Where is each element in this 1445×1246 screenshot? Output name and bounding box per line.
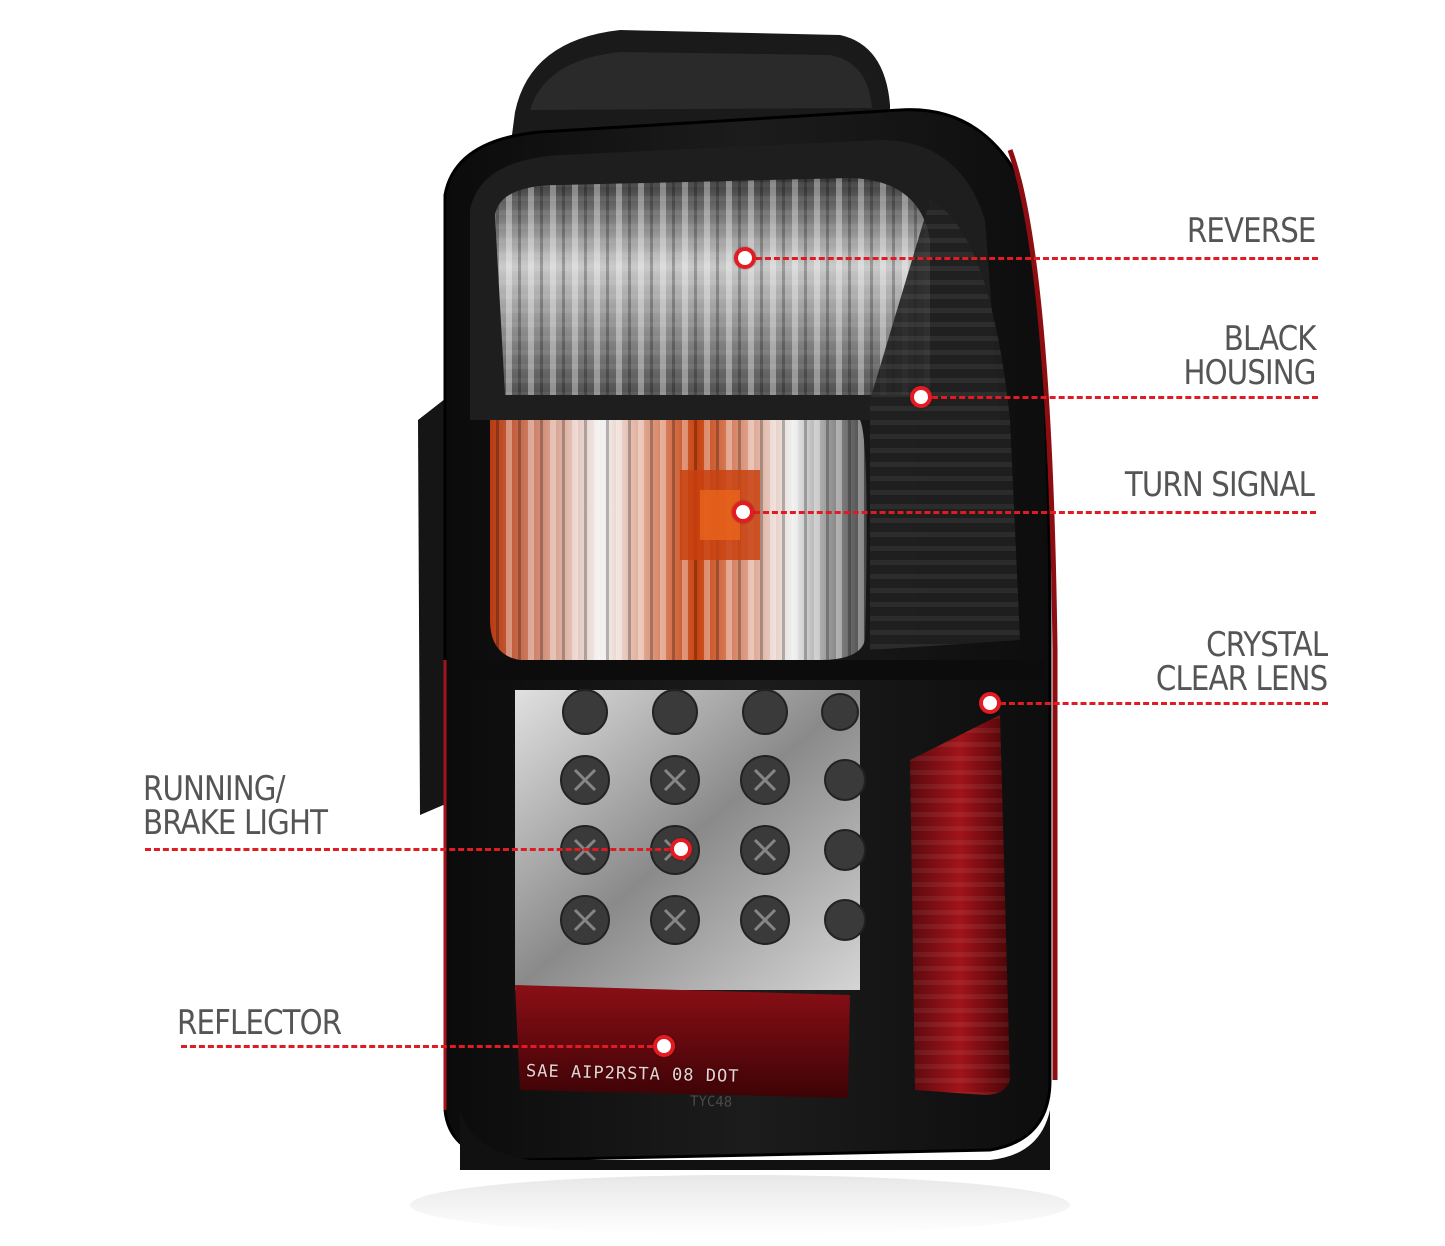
callout-text: BRAKE LIGHT: [143, 803, 328, 843]
leader-line-reverse: [756, 257, 1318, 260]
marker-dot-running-brake-light: [670, 838, 692, 860]
callout-text: RUNNING/: [143, 769, 285, 809]
callout-text: REVERSE: [1187, 211, 1316, 251]
callout-label-running-brake-light: RUNNING/ BRAKE LIGHT: [143, 769, 328, 843]
leader-line-running-brake-light: [145, 848, 670, 851]
leader-line-black-housing: [932, 396, 1318, 399]
marker-dot-turn-signal: [732, 501, 754, 523]
marker-dot-reflector: [653, 1035, 675, 1057]
marker-dot-reverse: [734, 247, 756, 269]
callout-text: TURN SIGNAL: [1124, 465, 1315, 505]
callout-label-black-housing: BLACK HOUSING: [1183, 319, 1317, 393]
callout-text: HOUSING: [1183, 353, 1317, 393]
callout-label-crystal-clear-lens: CRYSTAL CLEAR LENS: [1155, 625, 1328, 699]
callout-label-reflector: REFLECTOR: [177, 1003, 342, 1043]
callout-text: CRYSTAL: [1205, 625, 1328, 665]
marker-dot-crystal-clear-lens: [979, 692, 1001, 714]
callout-text: BLACK: [1224, 319, 1317, 359]
callout-text: CLEAR LENS: [1155, 659, 1328, 699]
callout-label-reverse: REVERSE: [1187, 214, 1316, 248]
leader-line-crystal-clear-lens: [1000, 702, 1328, 705]
leader-line-reflector: [181, 1045, 653, 1048]
marker-dot-black-housing: [910, 386, 932, 408]
embossed-manufacturer-code: TYC48: [689, 1093, 733, 1111]
leader-line-turn-signal: [754, 511, 1316, 514]
callout-text: REFLECTOR: [177, 1003, 342, 1043]
callout-label-turn-signal: TURN SIGNAL: [1124, 465, 1315, 505]
